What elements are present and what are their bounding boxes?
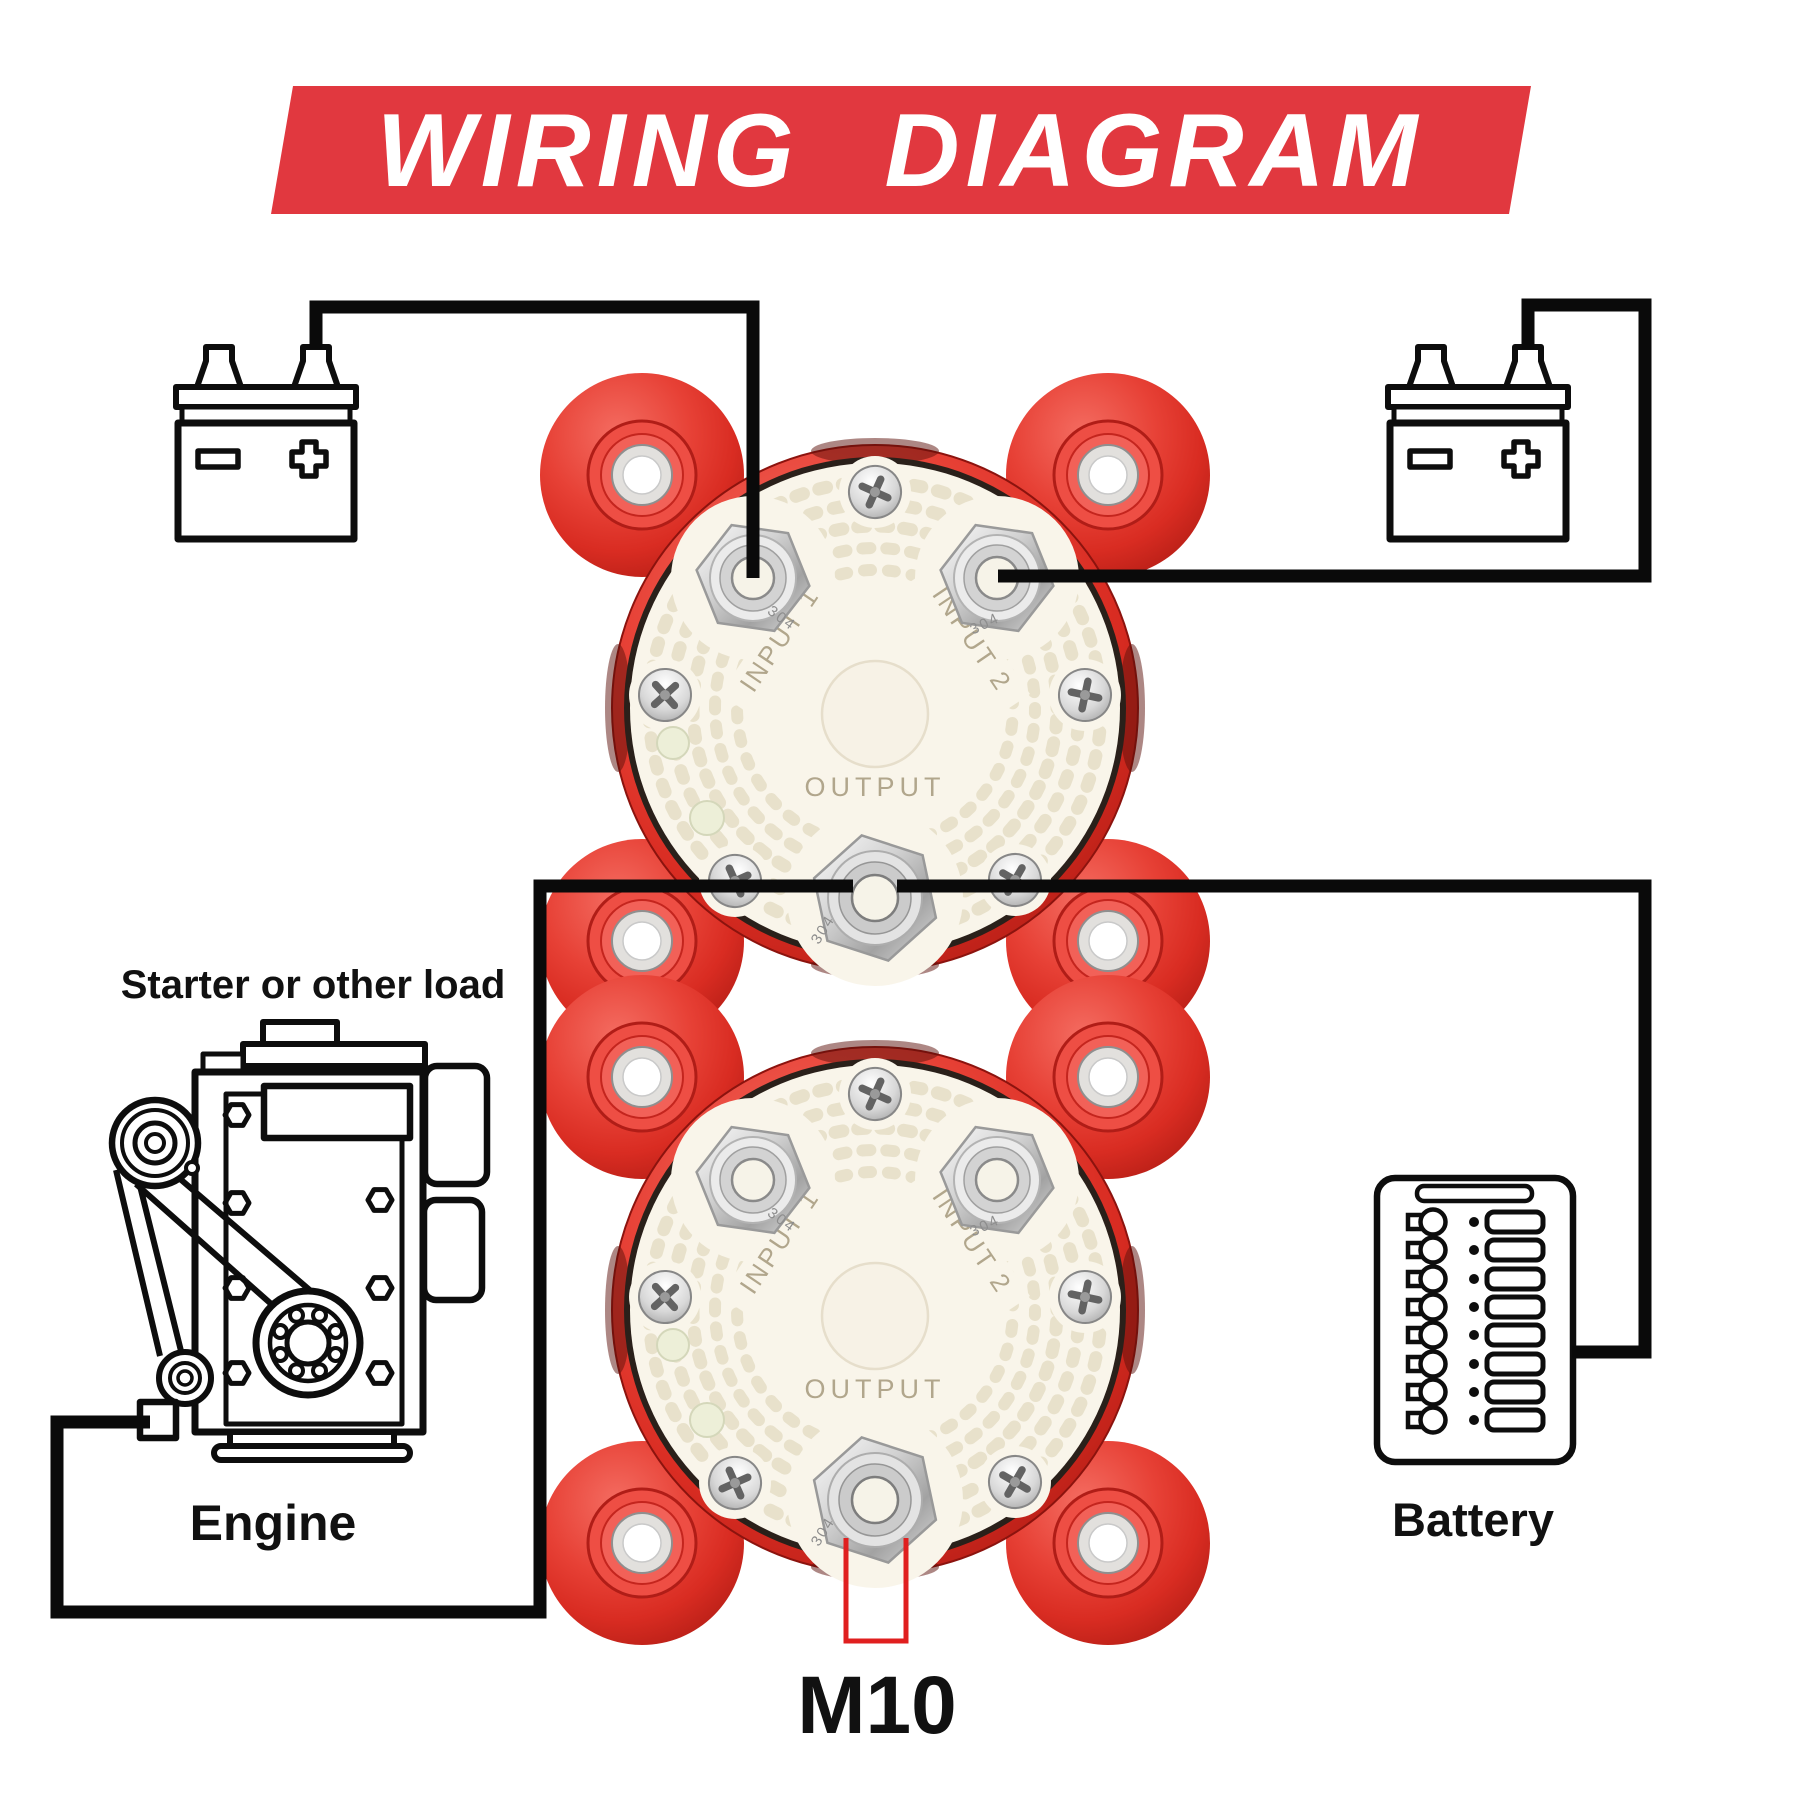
pulley-icon: [108, 1096, 202, 1190]
wire-output-to-panel: [897, 879, 1652, 1359]
battery-panel-label: Battery: [1392, 1493, 1554, 1546]
battery-right-illustration: [1388, 347, 1568, 539]
wire-battery-right-to-input2: [998, 298, 1652, 583]
belt-lines: [113, 1169, 314, 1357]
wire-battery-left-to-input1: [309, 300, 760, 578]
small-pulley-icon: [156, 1349, 214, 1407]
m10-label: M10: [797, 1660, 957, 1751]
fuse-panel-illustration: [1373, 1174, 1577, 1466]
battery-left-illustration: [176, 347, 356, 539]
wiring: [50, 298, 1652, 1619]
battery-switch-2: [540, 975, 1210, 1645]
fuse-rows: [1405, 1207, 1546, 1435]
panel-slot: [1414, 1183, 1535, 1204]
engine-illustration: [108, 1019, 491, 1463]
engine-label: Engine: [190, 1495, 357, 1551]
flywheel-icon: [252, 1287, 364, 1399]
wire-output-to-engine: [50, 879, 853, 1619]
banner-title: WIRING DIAGRAM: [377, 93, 1424, 209]
m10-callout-bracket: [843, 1538, 909, 1644]
battery-switch-1: [540, 373, 1210, 1043]
starter-load-label: Starter or other load: [121, 963, 506, 1007]
wiring-diagram-banner: WIRING DIAGRAM: [271, 86, 1531, 214]
